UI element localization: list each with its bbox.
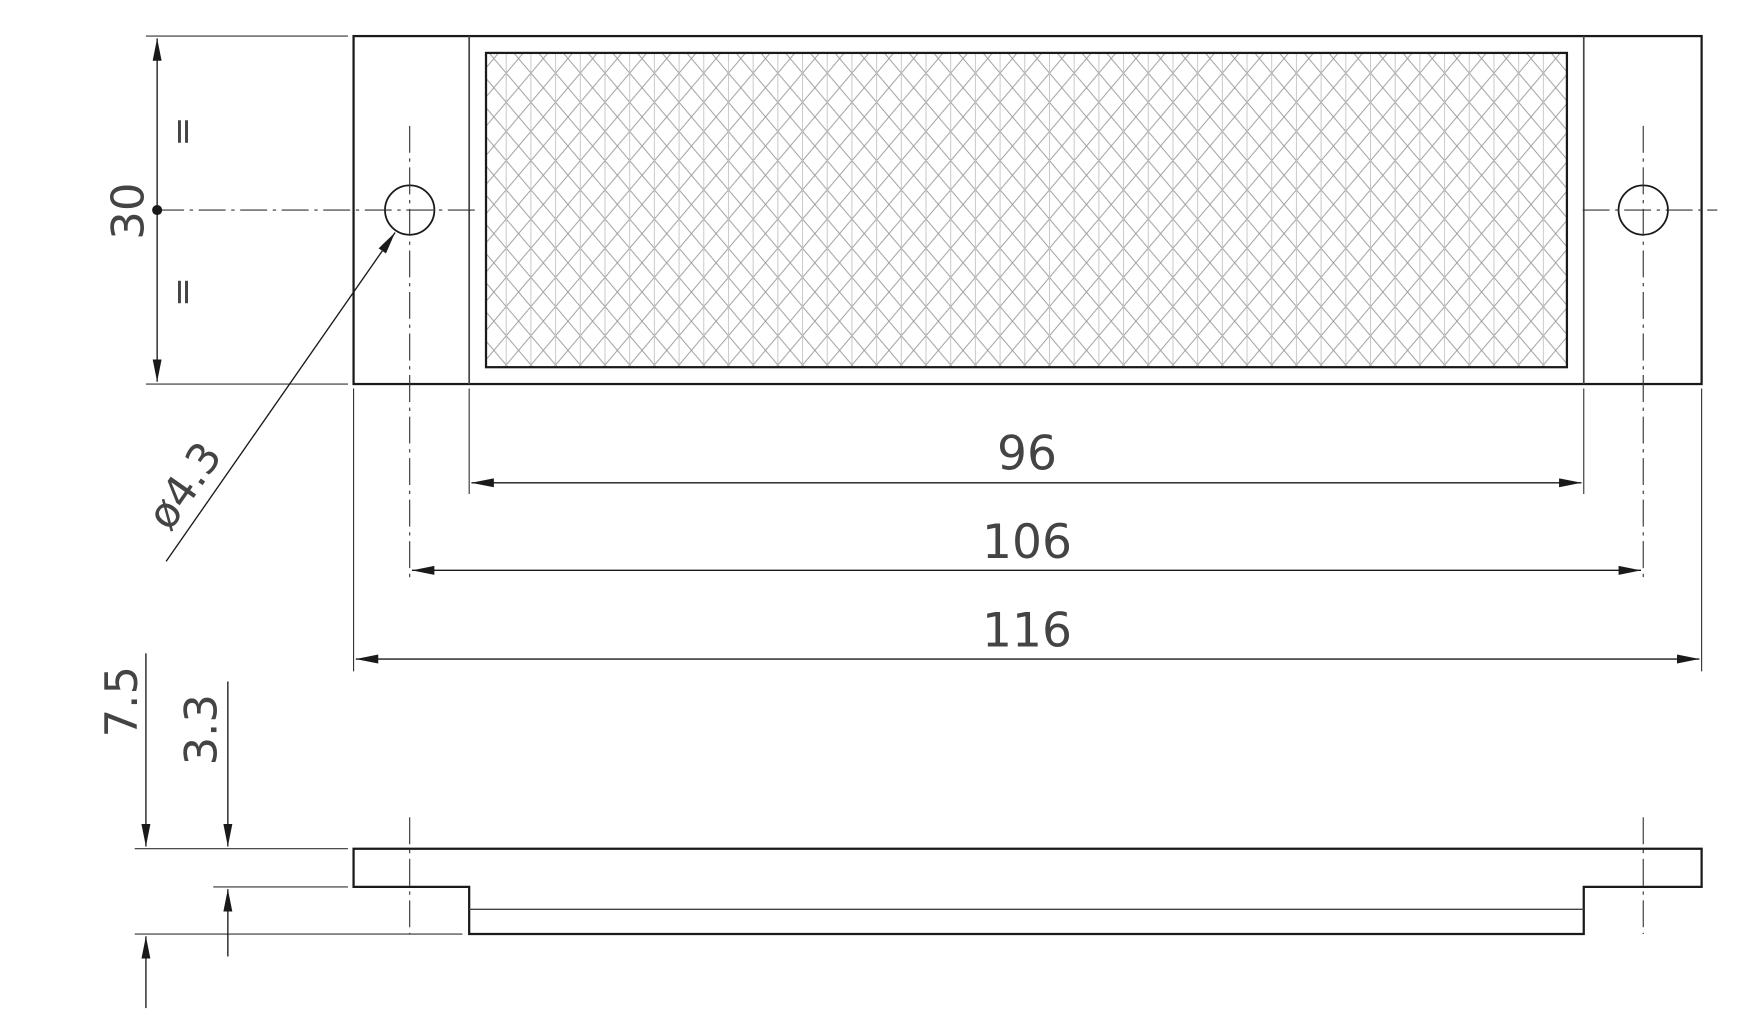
dimension-label-106: 106 (982, 515, 1072, 570)
top-view: 30 = = ø4.3 96 106 116 (102, 34, 1718, 672)
dimension-label-96: 96 (997, 426, 1057, 481)
center-point (152, 205, 163, 216)
thickness-total-label: 7.5 (95, 666, 148, 737)
height-label: 30 (102, 183, 155, 240)
equal-mark-bottom: = (162, 277, 203, 307)
reflector-area (484, 51, 1569, 369)
thickness-flange-label: 3.3 (175, 694, 228, 765)
side-profile-outline (352, 847, 1703, 936)
side-view: 7.5 3.3 (95, 653, 1703, 1009)
hole-leader-line (165, 232, 396, 562)
dimension-label-116: 116 (982, 604, 1072, 659)
equal-mark-top: = (162, 116, 203, 146)
